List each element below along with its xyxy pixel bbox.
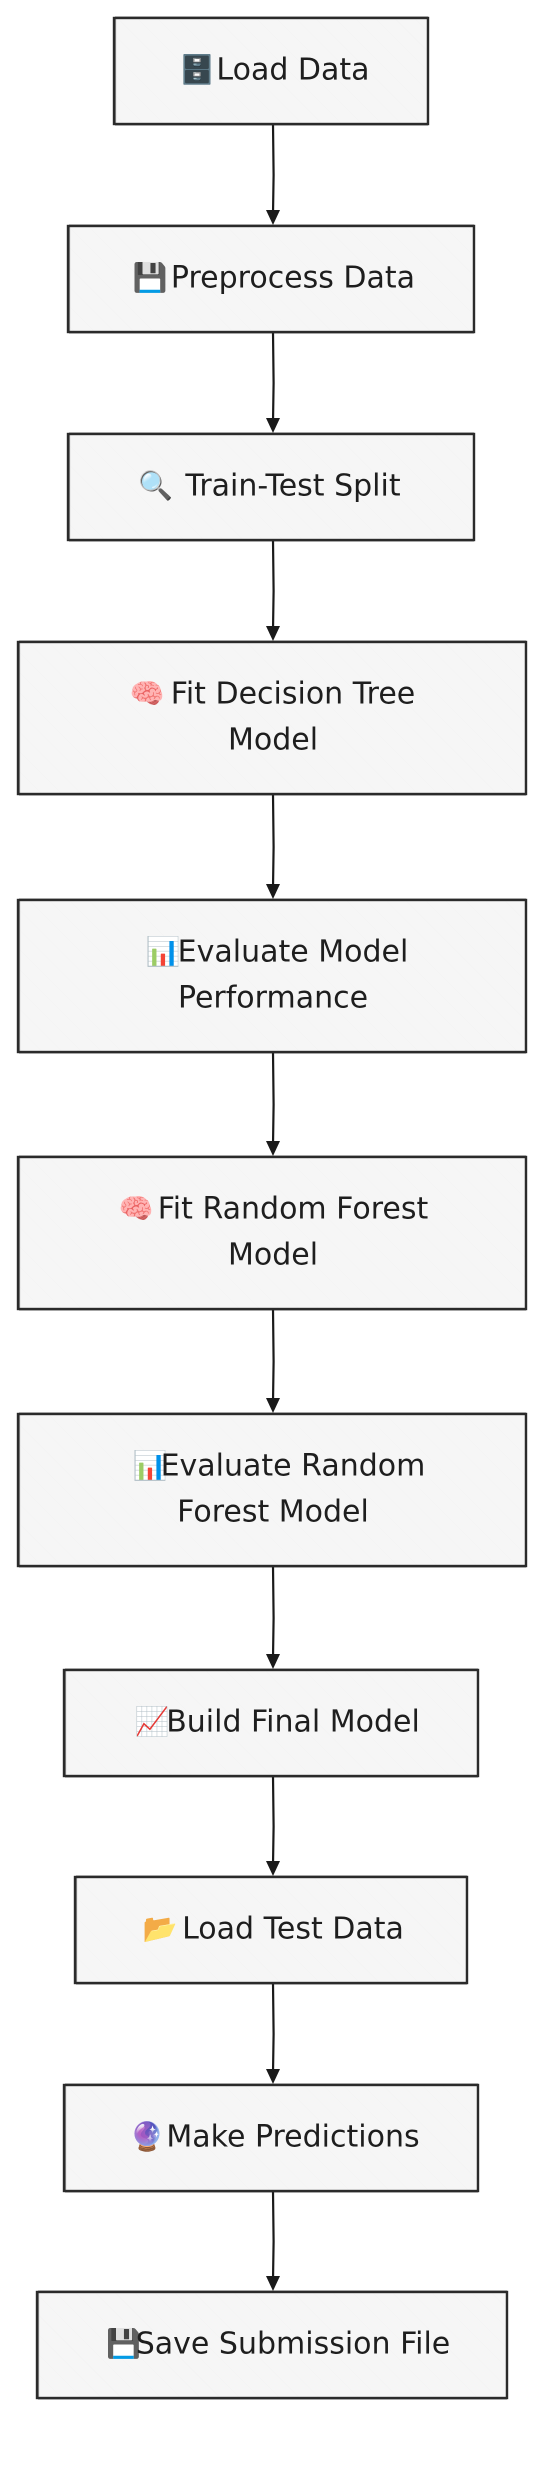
node-label-line: Train-Test Split bbox=[184, 469, 400, 504]
brain-icon: 🧠 bbox=[119, 1192, 154, 1225]
nodes-layer: 🗄️Load Data💾Preprocess Data🔍Train-Test S… bbox=[16, 16, 528, 2400]
node-make-predictions: 🔮Make Predictions bbox=[62, 2083, 480, 2193]
node-preprocess-data: 💾Preprocess Data bbox=[66, 224, 476, 334]
arrowhead-icon bbox=[266, 1654, 280, 1669]
node-box-sketch bbox=[114, 16, 429, 126]
node-label-line: Evaluate Random bbox=[161, 1449, 426, 1484]
edge-line bbox=[271, 1775, 275, 1866]
edge-fit-decision-tree-model-to-evaluate-model-performance bbox=[266, 793, 280, 899]
floppy-disk-icon: 💾 bbox=[106, 2327, 141, 2360]
bar-chart-icon: 📊 bbox=[145, 935, 180, 968]
edge-build-final-model-to-load-test-data bbox=[266, 1775, 280, 1876]
node-box-sketch bbox=[75, 1875, 468, 1985]
node-box-sketch bbox=[68, 432, 475, 542]
edge-line bbox=[271, 1051, 275, 1146]
node-box-sketch bbox=[18, 898, 527, 1054]
node-box-sketch bbox=[18, 1412, 527, 1568]
node-label-line: Model bbox=[228, 1238, 318, 1273]
node-label-line: Make Predictions bbox=[166, 2120, 419, 2155]
node-box bbox=[16, 640, 528, 796]
node-box bbox=[16, 898, 528, 1054]
edge-load-test-data-to-make-predictions bbox=[266, 1982, 280, 2084]
arrowhead-icon bbox=[266, 1861, 280, 1876]
node-load-test-data: 📂Load Test Data bbox=[73, 1875, 469, 1985]
arrowhead-icon bbox=[266, 210, 280, 225]
node-label-line: Evaluate Model bbox=[178, 935, 409, 970]
node-save-submission-file: 💾Save Submission File bbox=[35, 2290, 509, 2400]
edge-fit-random-forest-model-to-evaluate-random-forest-model bbox=[266, 1308, 280, 1413]
node-label-line: Model bbox=[228, 723, 318, 758]
node-label-line: Fit Random Forest bbox=[158, 1192, 429, 1227]
edge-line bbox=[271, 123, 275, 215]
trend-up-chart-icon: 📈 bbox=[135, 1705, 170, 1738]
edge-evaluate-model-performance-to-fit-random-forest-model bbox=[266, 1051, 280, 1156]
edge-line bbox=[271, 331, 275, 423]
node-box bbox=[73, 1875, 469, 1985]
arrowhead-icon bbox=[266, 1398, 280, 1413]
file-cabinet-icon: 🗄️ bbox=[180, 53, 215, 86]
node-box-sketch bbox=[64, 2083, 479, 2193]
node-box bbox=[62, 1668, 480, 1778]
node-box-sketch bbox=[64, 1668, 479, 1778]
node-box bbox=[16, 1155, 528, 1311]
magnifying-glass-icon: 🔍 bbox=[138, 467, 173, 502]
edge-evaluate-random-forest-model-to-build-final-model bbox=[266, 1565, 280, 1669]
edge-make-predictions-to-save-submission-file bbox=[266, 2190, 280, 2291]
arrowhead-icon bbox=[266, 2276, 280, 2291]
edge-line bbox=[271, 539, 275, 631]
node-label-line: Load Data bbox=[216, 53, 369, 88]
edge-line bbox=[271, 1308, 275, 1403]
arrowhead-icon bbox=[266, 884, 280, 899]
edge-line bbox=[271, 1565, 275, 1659]
edge-line bbox=[271, 793, 275, 889]
node-box bbox=[62, 2083, 480, 2193]
node-label-line: Load Test Data bbox=[182, 1912, 404, 1947]
node-box bbox=[112, 16, 430, 126]
arrowhead-icon bbox=[266, 2069, 280, 2084]
brain-icon: 🧠 bbox=[130, 677, 165, 710]
node-label-line: Save Submission File bbox=[136, 2327, 451, 2362]
node-box bbox=[16, 1412, 528, 1568]
node-box-sketch bbox=[18, 640, 527, 796]
node-box-sketch bbox=[37, 2290, 508, 2400]
node-label-line: Forest Model bbox=[177, 1495, 369, 1530]
node-train-test-split: 🔍 Train-Test Split bbox=[66, 432, 476, 542]
arrowhead-icon bbox=[266, 1141, 280, 1156]
arrowhead-icon bbox=[266, 418, 280, 433]
edge-line bbox=[271, 1982, 275, 2074]
open-folder-icon: 📂 bbox=[142, 1912, 177, 1945]
crystal-ball-icon: 🔮 bbox=[130, 2120, 165, 2153]
node-label-line: Preprocess Data bbox=[171, 261, 415, 296]
node-box-sketch bbox=[68, 224, 475, 334]
node-label-line: Build Final Model bbox=[166, 1705, 420, 1740]
floppy-disk-icon: 💾 bbox=[133, 261, 168, 294]
node-load-data: 🗄️Load Data bbox=[112, 16, 430, 126]
node-box bbox=[35, 2290, 509, 2400]
edge-line bbox=[271, 2190, 275, 2281]
node-box bbox=[66, 432, 476, 542]
node-build-final-model: 📈Build Final Model bbox=[62, 1668, 480, 1778]
arrowhead-icon bbox=[266, 626, 280, 641]
edge-train-test-split-to-fit-decision-tree-model bbox=[266, 539, 280, 641]
node-label-line: Fit Decision Tree bbox=[171, 677, 415, 712]
node-label-line: Performance bbox=[178, 981, 368, 1016]
edge-load-data-to-preprocess-data bbox=[266, 123, 280, 225]
edge-preprocess-data-to-train-test-split bbox=[266, 331, 280, 433]
bar-chart-icon: 📊 bbox=[133, 1449, 168, 1482]
node-box-sketch bbox=[18, 1155, 527, 1311]
edges-layer bbox=[266, 123, 280, 2291]
node-box bbox=[66, 224, 476, 334]
